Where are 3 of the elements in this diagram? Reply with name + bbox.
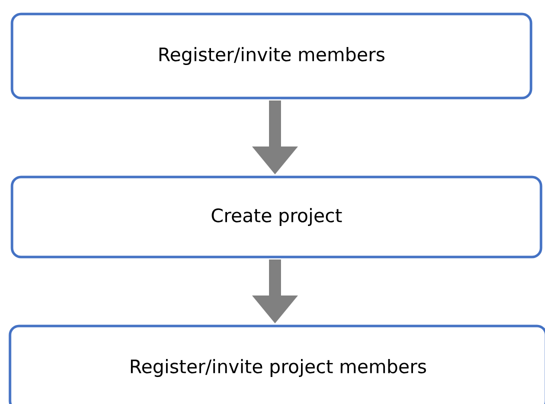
process-box: Register/invite members	[10, 12, 532, 100]
process-box: Create project	[10, 176, 542, 258]
process-box: Register/invite project members	[8, 324, 545, 404]
